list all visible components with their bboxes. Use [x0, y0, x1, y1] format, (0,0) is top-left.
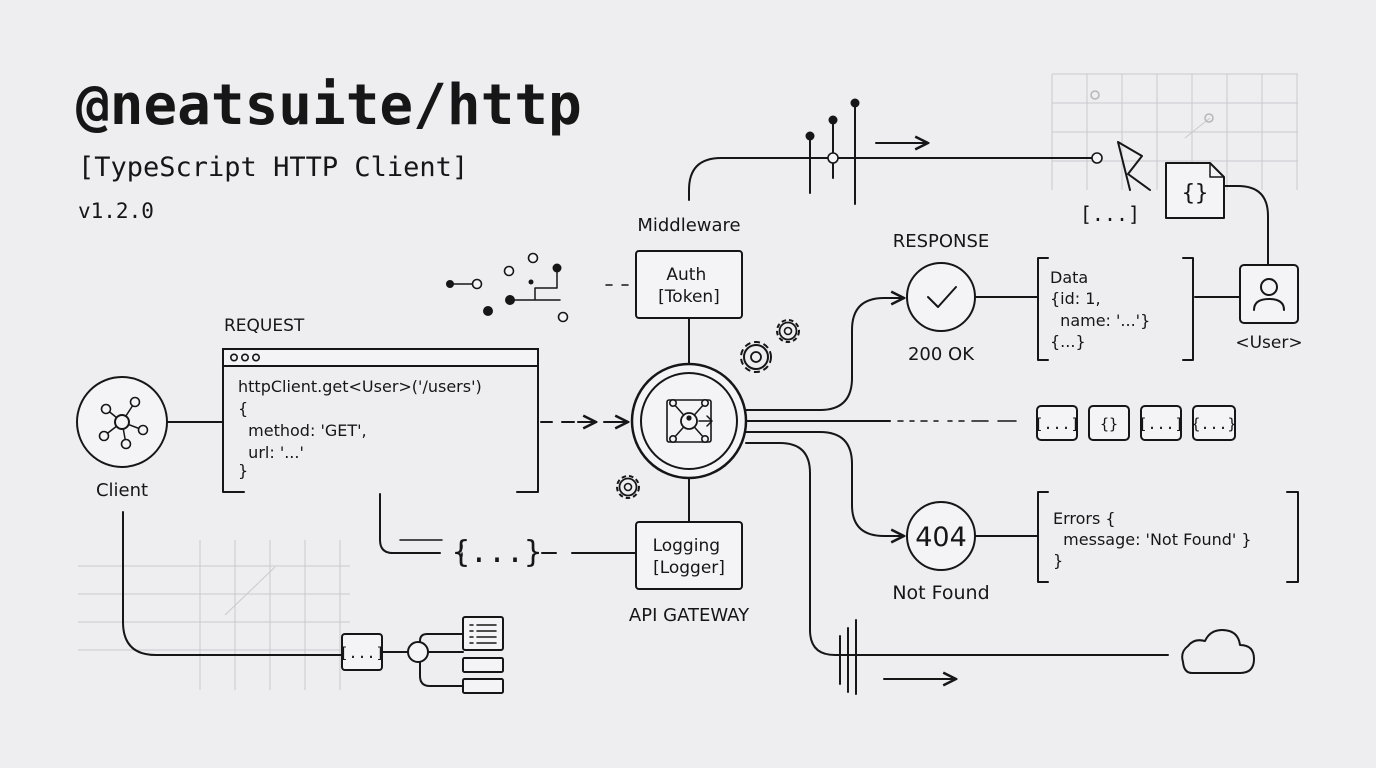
gateway-core: [630, 362, 748, 480]
auth-box: Auth [Token]: [635, 250, 743, 319]
logging-title: Logging: [653, 536, 720, 556]
response-data-block: Data {id: 1, name: '...'} {...}: [1037, 257, 1194, 361]
gear-icon: [616, 475, 640, 499]
grid-top-right: [1051, 73, 1298, 190]
stream-token: [...]: [1034, 415, 1079, 433]
code-line: {: [238, 399, 248, 418]
router-core-icon: [666, 398, 713, 443]
logging-subtitle: [Logger]: [653, 558, 725, 578]
status-ok-node: [906, 262, 976, 332]
network-hub-icon: [98, 396, 149, 450]
svg-text:Errors { message: 'Not: Errors { message: 'Not Found' } }: [1053, 509, 1257, 570]
bus-switches: [805, 98, 860, 205]
client-label: Client: [96, 480, 148, 501]
data-line: {id: 1,: [1050, 289, 1101, 308]
auth-subtitle: [Token]: [658, 287, 720, 307]
data-line: {...}: [1050, 332, 1086, 351]
title-block: @neatsuite/http [TypeScript HTTP Client]…: [76, 73, 582, 223]
status-error-node: 404: [906, 501, 976, 571]
status-ok-label: 200 OK: [908, 344, 975, 365]
cloud-icon: [1181, 629, 1255, 674]
stream-token: {}: [1100, 415, 1118, 433]
error-code: 404: [915, 522, 967, 553]
grid-bottom-left: [78, 540, 350, 690]
error-status-label: Not Found: [892, 582, 989, 604]
scatter-nodes: [446, 252, 569, 323]
request-label: REQUEST: [224, 316, 305, 336]
version-label: v1.2.0: [78, 199, 154, 223]
gateway-label: API GATEWAY: [629, 605, 750, 626]
user-icon: [1253, 278, 1285, 311]
stream-token: {...}: [1191, 415, 1236, 433]
code-line: url: '...': [238, 443, 304, 462]
error-line: Errors {: [1053, 509, 1116, 528]
document-braces-icon: {}: [1165, 162, 1225, 219]
auth-title: Auth: [666, 265, 706, 285]
gear-icon: [776, 319, 800, 343]
error-line: }: [1053, 551, 1063, 570]
doc-glyph: {}: [1182, 181, 1209, 206]
stream-token: [...]: [1138, 415, 1183, 433]
list-icon: [462, 616, 504, 651]
user-node: <User>: [1235, 264, 1303, 353]
response-label: RESPONSE: [893, 231, 990, 252]
top-right-placeholder: [...]: [1080, 202, 1140, 226]
flag-icon: [1117, 141, 1151, 191]
svg-text:Logging [Logger]: Logging [Logger]: [653, 536, 726, 578]
svg-text:Data {id: 1, nam: Data {id: 1, name: '...'} {...}: [1050, 268, 1155, 351]
checkmark-icon: [927, 286, 957, 308]
code-line: method: 'GET',: [238, 421, 367, 440]
error-line: message: 'Not Found' }: [1053, 530, 1252, 549]
middleware-label: Middleware: [637, 215, 740, 236]
error-block: Errors { message: 'Not Found' } }: [1037, 491, 1299, 583]
browser-window-icon: [222, 348, 539, 367]
request-block: REQUEST httpClient.get<User>('/users') {…: [222, 316, 539, 493]
pipe-payload: {...}: [452, 535, 542, 570]
code-line: }: [238, 461, 248, 480]
bottom-left-placeholder: [...]: [339, 644, 384, 662]
user-label: <User>: [1235, 333, 1302, 353]
page-subtitle: [TypeScript HTTP Client]: [78, 152, 468, 183]
stream-tokens: [...] {} [...] {...}: [1034, 405, 1237, 441]
bottom-left-cluster: [...]: [339, 616, 504, 694]
data-line: name: '...'}: [1050, 311, 1150, 330]
gear-icon: [740, 341, 772, 373]
data-line: Data: [1050, 268, 1088, 287]
page-title: @neatsuite/http: [76, 73, 582, 138]
request-code: httpClient.get<User>('/users') { method:…: [238, 377, 487, 480]
client-node: Client: [76, 376, 168, 501]
logging-box: Logging [Logger]: [635, 521, 743, 590]
code-line: httpClient.get<User>('/users'): [238, 377, 482, 396]
svg-text:Auth [Token]: Auth [Token]: [658, 265, 720, 307]
